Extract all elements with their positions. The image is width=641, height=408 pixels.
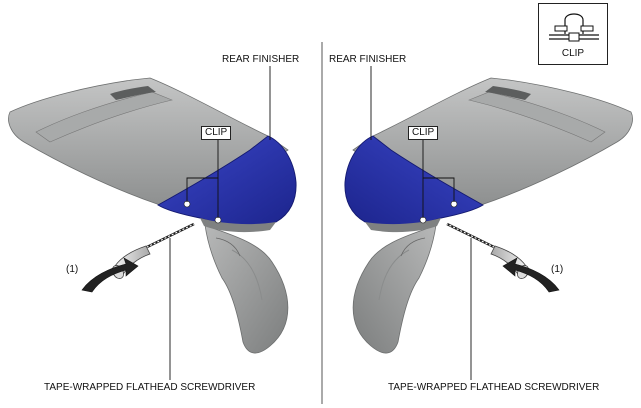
left-motion-arrow (81, 257, 139, 293)
left-screwdriver (112, 222, 195, 279)
right-rear-finisher (344, 135, 484, 226)
right-screwdriver (446, 222, 529, 279)
left-step-label: (1) (66, 264, 79, 275)
left-assembly (8, 66, 297, 380)
clip-legend: CLIP (538, 3, 608, 65)
right-clip-label: CLIP (408, 126, 439, 140)
left-part-label: REAR FINISHER (222, 54, 300, 65)
right-body-panel (352, 224, 437, 354)
left-tool-label: TAPE-WRAPPED FLATHEAD SCREWDRIVER (44, 382, 256, 393)
right-tool-label: TAPE-WRAPPED FLATHEAD SCREWDRIVER (388, 382, 600, 393)
left-clip-label: CLIP (201, 126, 232, 140)
left-rear-finisher (157, 135, 297, 226)
right-step-label: (1) (551, 264, 564, 275)
clip-symbol-icon (549, 13, 599, 42)
right-assembly (344, 66, 633, 380)
right-motion-arrow (502, 257, 560, 293)
right-part-label: REAR FINISHER (329, 54, 407, 65)
left-body-panel (204, 224, 289, 354)
legend-label: CLIP (561, 48, 585, 59)
